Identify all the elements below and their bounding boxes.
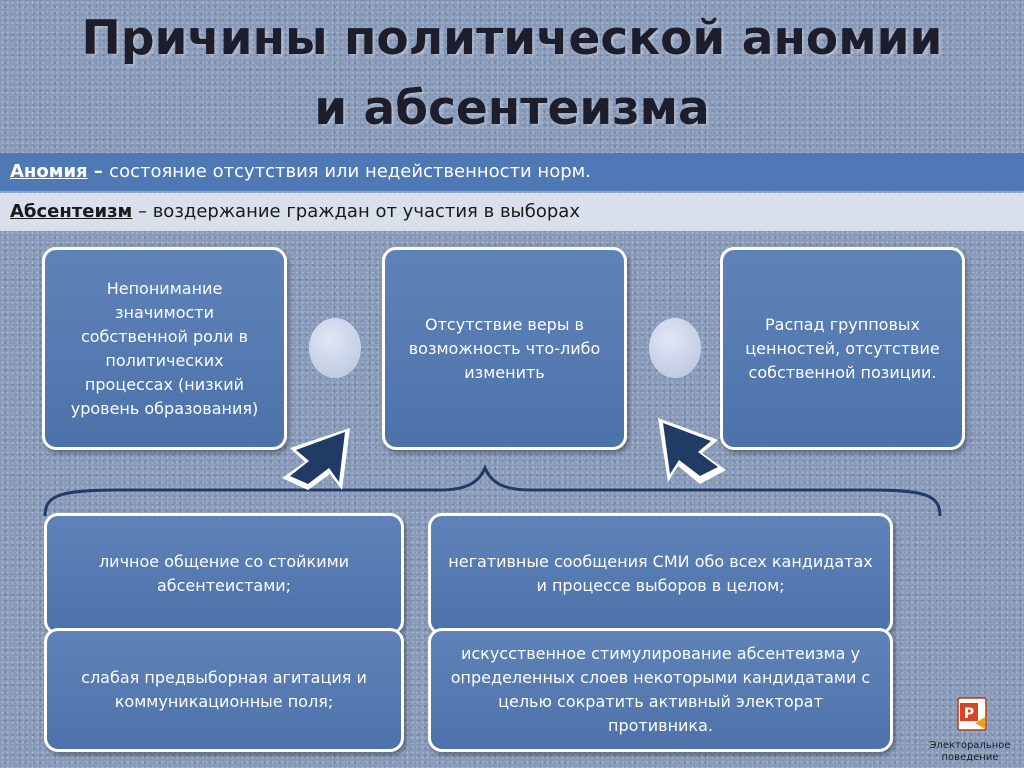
factor-box-text: личное общение со стойкими абсентеистами… — [98, 552, 350, 595]
cause-box-text: Отсутствие веры в возможность что-либо и… — [408, 314, 601, 382]
cause-box-text: Распад групповых ценностей, отсутствие с… — [745, 314, 940, 382]
powerpoint-icon[interactable]: P — [955, 697, 989, 731]
factor-box-artificial-stimulation: искусственное стимулирование абсентеизма… — [428, 628, 893, 752]
cause-box-values-decay: Распад групповых ценностей, отсутствие с… — [720, 247, 965, 450]
definition-text: воздержание граждан от участия в выборах — [152, 201, 580, 222]
definition-term: Аномия — [10, 161, 88, 182]
arrow-left-icon — [282, 428, 350, 490]
definition-dash: – — [132, 201, 153, 222]
circle-connector — [649, 318, 701, 378]
factor-box-text: слабая предвыборная агитация и коммуника… — [81, 668, 367, 711]
factor-box-text: искусственное стимулирование абсентеизма… — [450, 644, 871, 735]
definition-absenteeism: Абсентеизм – воздержание граждан от учас… — [0, 193, 1024, 231]
curly-brace — [43, 464, 942, 517]
factor-box-personal-contact: личное общение со стойкими абсентеистами… — [44, 513, 404, 635]
definition-term: Абсентеизм — [10, 201, 133, 222]
definition-text: состояние отсутствия или недейственности… — [109, 161, 591, 182]
definition-anomie: Аномия – состояние отсутствия или недейс… — [0, 153, 1024, 191]
factor-box-text: негативные сообщения СМИ обо всех кандид… — [448, 552, 873, 595]
slide-title-line-1: Причины политической аномии — [81, 11, 943, 66]
factor-box-media: негативные сообщения СМИ обо всех кандид… — [428, 513, 893, 635]
arrow-right-icon — [658, 418, 726, 484]
slide-title-line-2: и абсентеизма — [314, 81, 710, 136]
circle-connector — [309, 318, 361, 378]
cause-box-no-faith: Отсутствие веры в возможность что-либо и… — [382, 247, 627, 450]
linked-file-label[interactable]: Электоральное поведение — [929, 740, 1011, 763]
factor-box-weak-campaign: слабая предвыборная агитация и коммуника… — [44, 628, 404, 752]
cause-box-misunderstanding: Непонимание значимости собственной роли … — [42, 247, 287, 450]
definition-dash: – — [87, 161, 110, 182]
cause-box-text: Непонимание значимости собственной роли … — [70, 278, 259, 418]
slide-title: Причины политической аномии и абсентеизм… — [0, 4, 1024, 144]
svg-text:P: P — [964, 706, 974, 722]
